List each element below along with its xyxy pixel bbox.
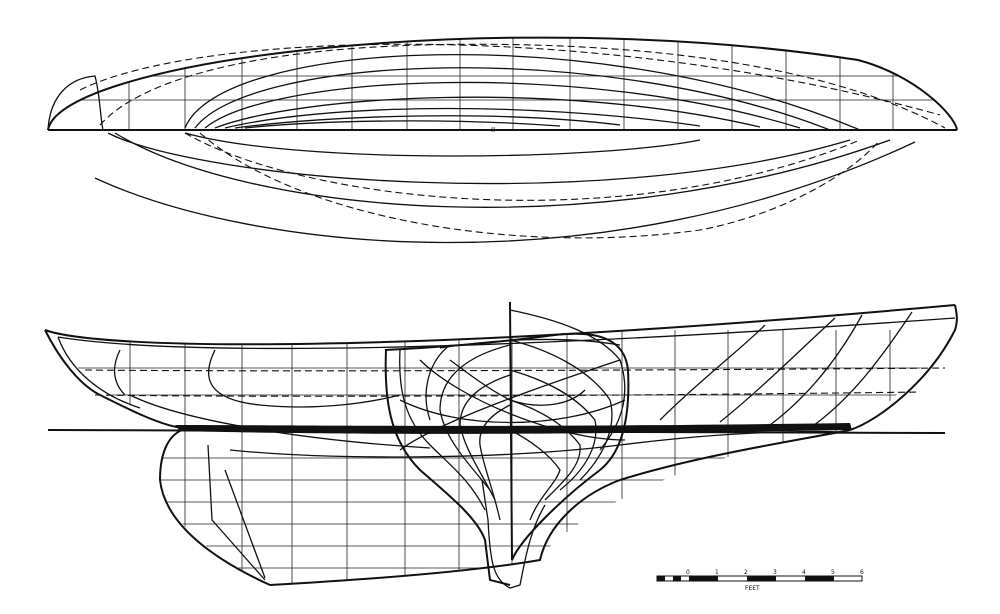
profile-buttock-1 xyxy=(207,349,401,408)
scale-tick-1: 1 xyxy=(715,569,719,576)
body-plan-section-8 xyxy=(479,404,511,521)
profile-dashed-line-1 xyxy=(84,367,946,372)
plan-waterline-1 xyxy=(184,53,861,131)
body-plan-sections xyxy=(384,301,630,589)
scale-bar-segment-sub xyxy=(673,576,681,581)
scale-bar-segment xyxy=(689,576,718,581)
plan-diagonal-dashed xyxy=(99,43,946,129)
plan-waterline-2 xyxy=(194,67,831,131)
body-plan-diagonal-4 xyxy=(439,338,621,349)
profile-rudder xyxy=(207,444,266,581)
scale-tick-6: 6 xyxy=(860,569,864,576)
plan-transom xyxy=(47,75,104,131)
body-plan-section-3 xyxy=(509,369,597,491)
scale-tick-0: 0 xyxy=(686,569,690,576)
body-plan-section-5 xyxy=(509,429,561,521)
plan-bilge-dashed-2 xyxy=(199,132,881,239)
half-breadth-plan-view: II xyxy=(47,36,958,244)
profile-stem xyxy=(849,304,958,431)
profile-buttock-underbody xyxy=(229,430,846,458)
profile-bow-curve-4 xyxy=(809,311,913,429)
body-plan-section-4 xyxy=(509,399,581,501)
plan-sheer-outline xyxy=(47,36,958,131)
profile-bow-curve-3 xyxy=(769,314,863,426)
scale-unit-label: FEET xyxy=(745,585,760,592)
plan-deck-line-dashed xyxy=(79,43,941,116)
profile-sheer-line xyxy=(44,304,956,346)
plan-waterline-3 xyxy=(204,81,801,129)
scale-tick-5: 5 xyxy=(831,569,835,576)
profile-transom-curve xyxy=(113,349,126,396)
profile-deck-line xyxy=(57,317,956,350)
scale-bar-segment-sub xyxy=(657,576,665,581)
plan-waterline-6 xyxy=(234,115,621,129)
scale-bar: 0 1 2 3 4 5 6 FEET xyxy=(656,569,864,592)
scale-tick-3: 3 xyxy=(773,569,777,576)
profile-stern-overhang xyxy=(44,329,183,429)
scale-bar-segment xyxy=(805,576,834,581)
plan-bilge-dashed-1 xyxy=(184,132,861,201)
body-plan-section-inner xyxy=(449,359,586,406)
plan-bilge-curve-4 xyxy=(94,141,916,244)
body-plan-diagonal-3 xyxy=(399,359,621,451)
profile-bow-curve-2 xyxy=(719,317,836,423)
plan-waterline-4 xyxy=(214,96,761,129)
body-plan-outline xyxy=(384,301,630,586)
plan-waterline-7 xyxy=(244,120,561,129)
body-plan-diagonal-1 xyxy=(419,359,626,441)
scale-tick-2: 2 xyxy=(744,569,748,576)
profile-view xyxy=(44,301,958,589)
plan-bilge-curve-1 xyxy=(184,132,701,157)
profile-keel-underbody xyxy=(158,429,851,587)
body-plan-section-2 xyxy=(509,339,613,481)
profile-buttock-2 xyxy=(129,394,431,449)
plan-waterline-5 xyxy=(224,107,701,129)
profile-stern-inner xyxy=(57,336,141,409)
scale-tick-4: 4 xyxy=(802,569,806,576)
plan-centerline-mark: II xyxy=(491,126,495,134)
body-plan-keel-fin xyxy=(481,479,546,589)
profile-rudder-post xyxy=(224,469,266,579)
body-plan-section-10 xyxy=(425,344,451,421)
body-plan-section-9 xyxy=(399,349,486,511)
plan-bilge-curve-2 xyxy=(107,132,851,185)
waterline-boot-top xyxy=(175,423,852,434)
plan-bilge-curve-3 xyxy=(114,132,891,208)
profile-dashed-line-2 xyxy=(94,391,921,397)
body-plan-section-6 xyxy=(439,344,511,491)
profile-bow-curve-1 xyxy=(659,324,766,421)
body-plan-diagonal-2 xyxy=(399,399,626,424)
scale-bar-segment xyxy=(747,576,776,581)
